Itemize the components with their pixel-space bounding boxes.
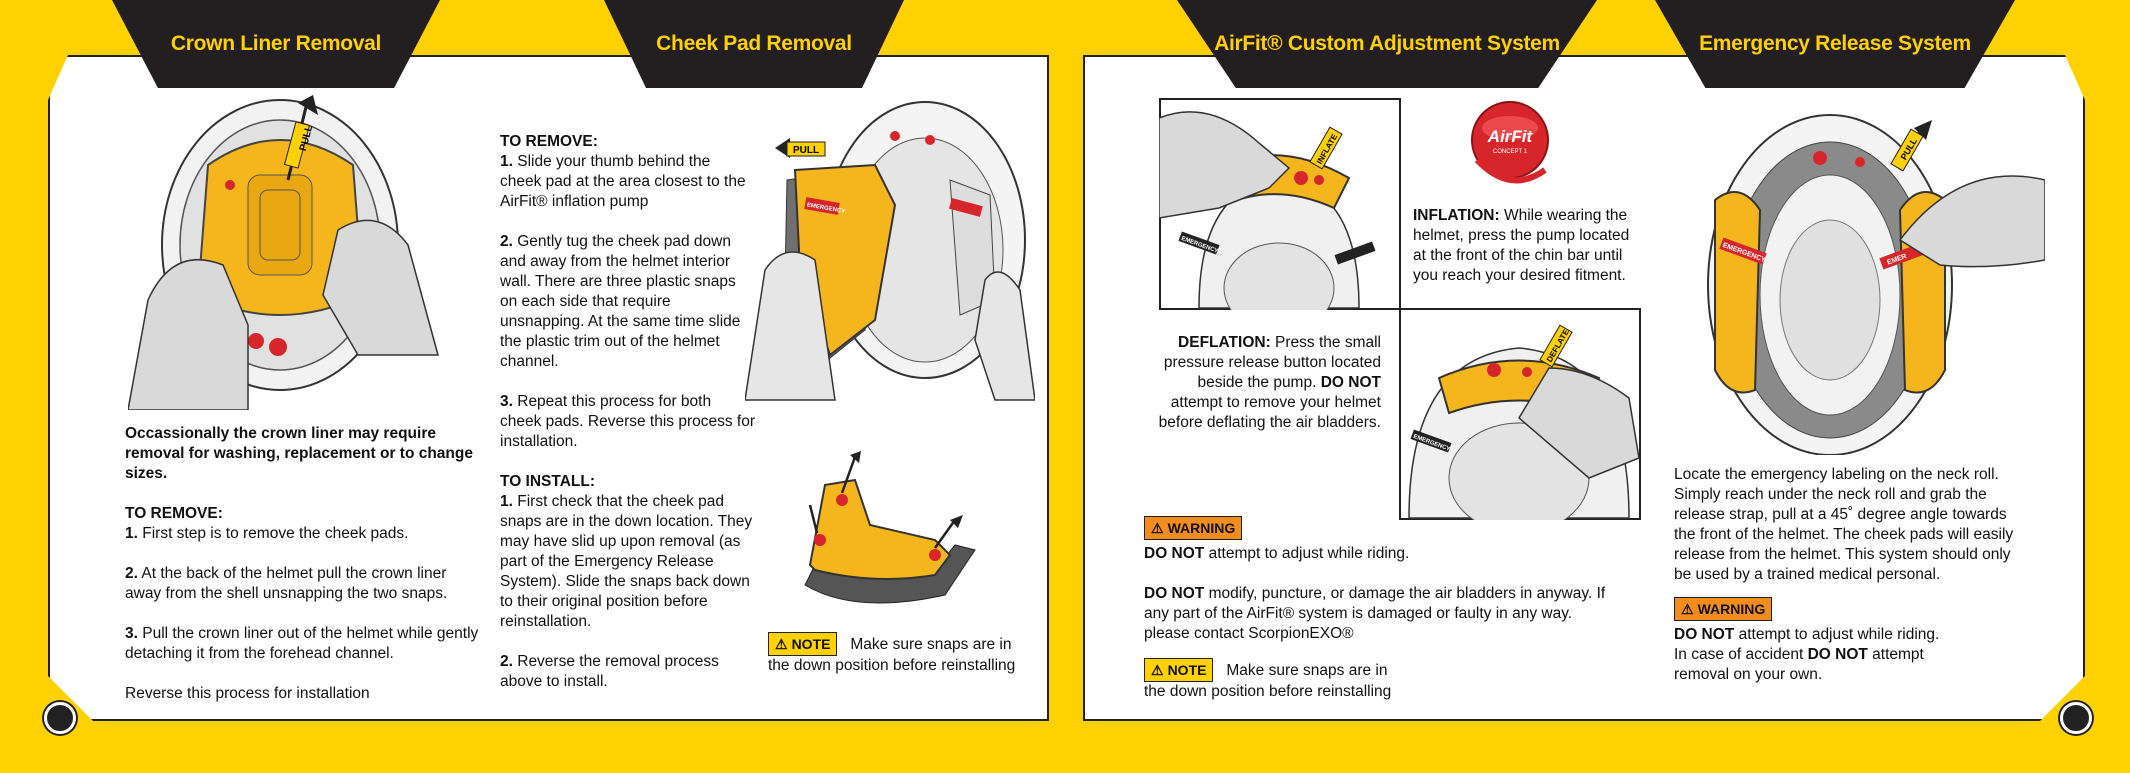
crown-text-block: Occassionally the crown liner may requir… (125, 424, 480, 704)
cheek-pull-label: PULL (793, 145, 819, 156)
crown-footer: Reverse this process for installation (125, 685, 370, 702)
crown-liner-illustration: PULL (128, 95, 439, 410)
tab-emergency-release: Emergency Release System (1655, 0, 2015, 88)
cheek-note: ⚠NOTE Make sure snaps are in the down po… (768, 632, 1018, 676)
tab-crown-liner-removal: Crown Liner Removal (112, 0, 440, 88)
cheek-remove-step-1: 1. Slide your thumb behind the cheek pad… (500, 153, 746, 210)
cheek-pad-illustration: EMERGENCY PULL (745, 101, 1035, 401)
warning-triangle-icon: ⚠ (1151, 662, 1164, 678)
airfit-warning-2: DO NOT modify, puncture, or damage the a… (1144, 585, 1606, 642)
airfit-logo-sub: CONCEPT 1 (1493, 149, 1528, 155)
cheek-remove-heading: TO REMOVE: (500, 133, 598, 150)
airfit-note-text: Make sure snaps are in the down position… (1144, 662, 1392, 700)
airfit-logo: AirFit CONCEPT 1 (1471, 101, 1549, 184)
corner-dot-right (2060, 702, 2092, 734)
airfit-warning-badge: ⚠WARNING (1144, 516, 1243, 540)
cheek-install-heading: TO INSTALL: (500, 473, 595, 490)
crown-remove-heading: TO REMOVE: (125, 505, 223, 522)
cheek-note-text: Make sure snaps are in the down position… (768, 636, 1016, 674)
airfit-warning-block: ⚠WARNING DO NOT attempt to adjust while … (1144, 516, 1614, 644)
emergency-body: Locate the emergency labeling on the nec… (1674, 466, 2014, 583)
tab-airfit-system: AirFit® Custom Adjustment System (1177, 0, 1597, 88)
cheek-text-block: TO REMOVE: 1. Slide your thumb behind th… (500, 132, 755, 692)
cheek-note-badge: ⚠NOTE (768, 632, 838, 656)
airfit-deflation-text: DEFLATION: Press the small pressure rele… (1158, 334, 1381, 431)
emergency-text-block: Locate the emergency labeling on the nec… (1674, 465, 2029, 685)
warning-triangle-icon: ⚠ (1151, 520, 1164, 536)
cheek-install-step-2: 2. Reverse the removal process above to … (500, 653, 719, 690)
emergency-warning-2: In case of accident DO NOT attempt remov… (1674, 646, 1924, 683)
airfit-note: ⚠NOTE Make sure snaps are in the down po… (1144, 658, 1404, 702)
crown-step-2: 2. At the back of the helmet pull the cr… (125, 565, 448, 602)
airfit-note-badge: ⚠NOTE (1144, 658, 1214, 682)
warning-triangle-icon: ⚠ (1681, 601, 1694, 617)
emergency-warning-1: DO NOT attempt to adjust while riding. (1674, 626, 1940, 643)
crown-step-3: 3. Pull the crown liner out of the helme… (125, 625, 479, 662)
cheek-remove-step-3: 3. Repeat this process for both cheek pa… (500, 393, 756, 450)
airfit-logo-text: AirFit (1487, 127, 1534, 146)
crown-step-1: 1. First step is to remove the cheek pad… (125, 525, 409, 542)
airfit-inflation-text: INFLATION: While wearing the helmet, pre… (1413, 207, 1630, 284)
airfit-warning-1: DO NOT attempt to adjust while riding. (1144, 545, 1410, 562)
emergency-warning-badge: ⚠WARNING (1674, 597, 1773, 621)
corner-dot-left (44, 702, 76, 734)
warning-triangle-icon: ⚠ (775, 636, 788, 652)
airfit-deflate-illustration: EMERGENCY DEFLATE (1399, 308, 1641, 520)
cheek-remove-step-2: 2. Gently tug the cheek pad down and awa… (500, 233, 741, 370)
cheek-pad-snaps-illustration (804, 451, 976, 604)
crown-intro: Occassionally the crown liner may requir… (125, 425, 473, 482)
emergency-release-illustration: EMERGENCY EMER PULL (1707, 114, 2045, 455)
cheek-install-step-1: 1. First check that the cheek pad snaps … (500, 493, 753, 630)
tab-cheek-pad-removal: Cheek Pad Removal (604, 0, 904, 88)
airfit-inflate-illustration: EMERGENCY INFLATE (1159, 98, 1401, 310)
